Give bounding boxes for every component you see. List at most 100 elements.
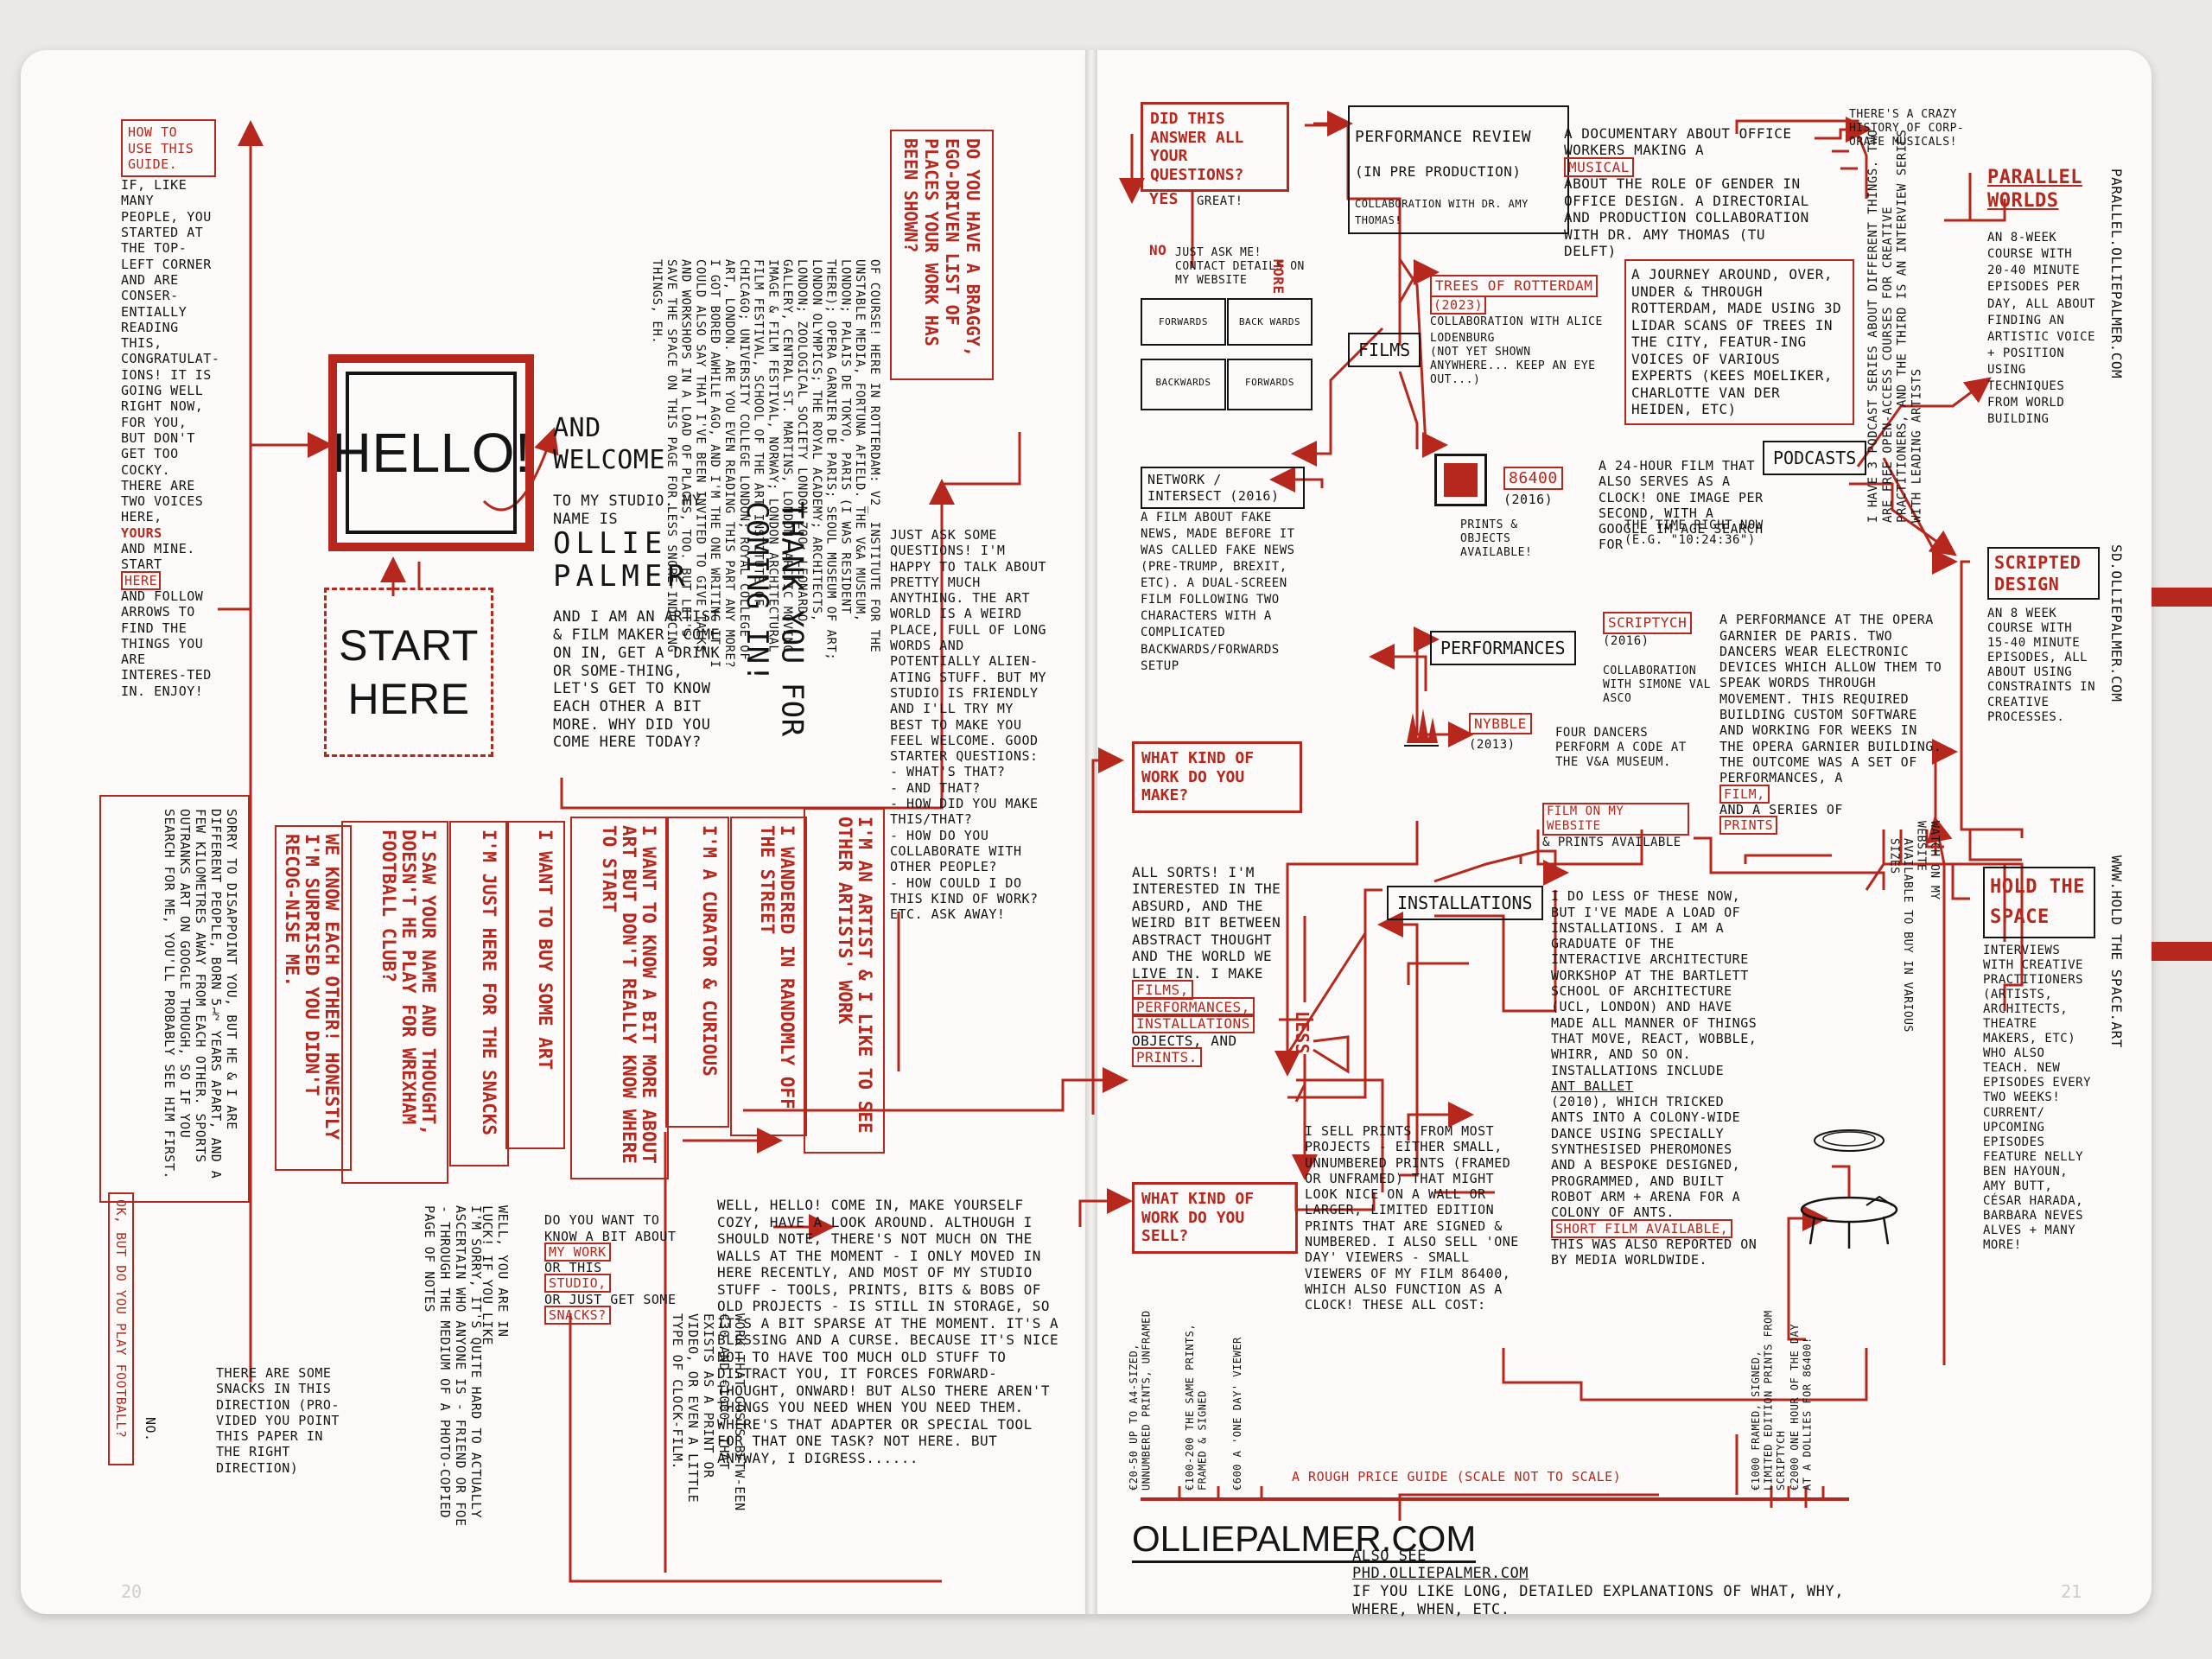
yes-label[interactable]: YES	[1149, 190, 1179, 208]
short-film-link[interactable]: SHORT FILM AVAILABLE,	[1551, 1218, 1733, 1238]
welcome-name: OLLIE PALMER	[553, 526, 690, 594]
nybble-film-link[interactable]: FILM ON MY WEBSITE	[1542, 803, 1689, 836]
reason-buy-art[interactable]: I WANT TO BUY SOME ART	[505, 821, 565, 1149]
scriptych-prints-link[interactable]: PRINTS	[1719, 816, 1778, 836]
great-text: GREAT!	[1197, 194, 1243, 208]
ant-ballet: ANT BALLET	[1551, 1077, 1634, 1094]
studio-link[interactable]: STUDIO,	[544, 1274, 611, 1294]
performance-review: PERFORMANCE REVIEW (IN PRE PRODUCTION) C…	[1348, 105, 1569, 234]
films-link[interactable]: FILMS,	[1132, 980, 1193, 1001]
nybble-year: (2013)	[1469, 737, 1516, 752]
price-2: €100-200 THE SAME PRINTS, FRAMED & SIGNE…	[1184, 1323, 1209, 1491]
thank-you-text: THANK YOU FOR COMING IN!	[739, 501, 810, 737]
film-86400-title: 86400	[1503, 467, 1563, 491]
less-label: LESS	[1292, 1011, 1313, 1055]
performances-node[interactable]: PERFORMANCES	[1430, 631, 1576, 665]
football-question[interactable]: OK, BUT DO YOU PLAY FOOTBALL?	[108, 1192, 134, 1465]
well-hello-text: WELL, HELLO! COME IN, MAKE YOURSELF COZY…	[717, 1197, 1059, 1466]
objects-and: OBJECTS, AND	[1132, 1032, 1237, 1049]
reason-know-each-other[interactable]: WE KNOW EACH OTHER! HONESTLY I'M SURPRIS…	[275, 825, 352, 1171]
reason-football[interactable]: I SAW YOUR NAME AND THOUGHT, DOESN'T HE …	[341, 821, 448, 1184]
reason-wandered[interactable]: I WANDERED IN RANDOMLY OFF THE STREET	[730, 817, 807, 1136]
scriptych-year: (2016)	[1603, 633, 1649, 648]
scriptych-collab: COLLABORATION WITH SIMONE VAL ASCO	[1603, 664, 1711, 705]
start-here-text: START HERE	[339, 620, 479, 724]
or-this: OR THIS	[544, 1260, 602, 1276]
film-86400-year: (2016)	[1503, 492, 1554, 508]
welcome-block: AND WELCOME TO MY STUDIO. MY NAME IS OLL…	[553, 397, 726, 752]
welcome-body-1: TO MY STUDIO. MY NAME IS	[553, 492, 702, 528]
scriptych-title: SCRIPTYCH	[1603, 612, 1693, 634]
podcasts-node[interactable]: PODCASTS	[1763, 441, 1867, 475]
hello-sign: HELLO!	[328, 354, 534, 551]
prints-link[interactable]: PRINTS.	[1132, 1047, 1202, 1068]
reason-curator[interactable]: I'M A CURATOR & CURIOUS	[665, 817, 729, 1128]
how-to-here: HERE	[121, 570, 162, 590]
my-work-link[interactable]: MY WORK	[544, 1242, 611, 1262]
hold-the-space: HOLD THE SPACE INTERVIEWS WITH CREATIVE …	[1983, 851, 2095, 1269]
watch-website: WATCH ON MY WEBSITE	[1914, 821, 1942, 900]
buy-sizes: AVAILABLE TO BUY IN VARIOUS SIZES	[1887, 838, 1914, 1033]
scriptych-body-1: A PERFORMANCE AT THE OPERA GARNIER DE PA…	[1719, 612, 1942, 786]
how-to-body-2: AND FOLLOW ARROWS TO FIND THE THINGS YOU…	[121, 588, 212, 699]
film-86400-body: A 24-HOUR FILM THAT ALSO SERVES AS A CLO…	[1599, 458, 1764, 553]
crazy-history: THERE'S A CRAZY HISTORY OF CORP-ORATE MU…	[1849, 108, 1965, 149]
films-node[interactable]: FILMS	[1348, 333, 1421, 367]
scripted-design: SCRIPTED DESIGN AN 8 WEEK COURSE WITH 15…	[1987, 531, 2100, 741]
page-number-left: 20	[121, 1581, 143, 1602]
nybble-body: FOUR DANCERS PERFORM A CODE AT THE V&A M…	[1555, 726, 1687, 770]
perf-review-body-2: ABOUT THE ROLE OF GENDER IN OFFICE DESIG…	[1564, 175, 1809, 260]
more-label: MORE	[1270, 259, 1287, 295]
want-to-know: DO YOU WANT TO KNOW A BIT ABOUT MY WORK …	[544, 1197, 683, 1325]
installations-node[interactable]: INSTALLATIONS	[1387, 886, 1543, 920]
places-answer: OF COURSE! HERE IN ROTTERDAM: V2_ INSTIT…	[650, 259, 881, 669]
snacks-link[interactable]: SNACKS?	[544, 1306, 611, 1325]
installations-body: I DO LESS OF THESE NOW, BUT I'VE MADE A …	[1551, 873, 1758, 1268]
network-intersect: NETWORK / INTERSECT (2016) A FILM ABOUT …	[1141, 451, 1305, 674]
hold-body: INTERVIEWS WITH CREATIVE PRACTITIONERS (…	[1983, 943, 2092, 1253]
dancers-icon	[1404, 709, 1439, 747]
scriptych: SCRIPTYCH (2016) COLLABORATION WITH SIMO…	[1603, 596, 1715, 721]
perf-review-collab: COLLABORATION WITH DR. AMY THOMAS!	[1355, 198, 1529, 226]
notebook-spine	[1085, 50, 1097, 1614]
how-to-title: HOW TO USE THIS GUIDE.	[121, 119, 216, 178]
hold-title: HOLD THE SPACE	[1983, 867, 2095, 938]
scriptych-film-link[interactable]: FILM,	[1719, 784, 1770, 804]
no-label[interactable]: NO	[1149, 242, 1167, 258]
football-no: NO.	[143, 1417, 158, 1442]
hold-url[interactable]: WWW.HOLD THE SPACE.ART	[2108, 855, 2126, 1048]
nybble-prints: & PRINTS AVAILABLE	[1542, 836, 1681, 850]
make-answer: ALL SORTS! I'M INTERESTED IN THE ABSURD,…	[1132, 847, 1305, 1068]
perf-review-body: A DOCUMENTARY ABOUT OFFICE WORKERS MAKIN…	[1564, 108, 1823, 260]
also-see: ALSO SEE PHD.OLLIEPALMER.COM IF YOU LIKE…	[1352, 1529, 1853, 1619]
start-here-box[interactable]: START HERE	[324, 588, 493, 757]
want-to-know-text: DO YOU WANT TO KNOW A BIT ABOUT	[544, 1212, 677, 1244]
nybble-title: NYBBLE	[1469, 713, 1532, 735]
reason-learn-art[interactable]: I WANT TO KNOW A BIT MORE ABOUT ART BUT …	[570, 817, 669, 1179]
parallel-body: AN 8-WEEK COURSE WITH 20-40 MINUTE EPISO…	[1987, 231, 2096, 427]
phd-url[interactable]: PHD.OLLIEPALMER.COM	[1352, 1565, 1529, 1583]
scriptych-body: A PERFORMANCE AT THE OPERA GARNIER DE PA…	[1719, 596, 1944, 836]
installations-link[interactable]: INSTALLATIONS	[1132, 1014, 1255, 1034]
trees-of-rotterdam: TREES OF ROTTERDAM (2023) COLLABORATION …	[1430, 259, 1611, 403]
reason-snacks[interactable]: I'M JUST HERE FOR THE SNACKS	[449, 821, 509, 1166]
performances-link[interactable]: PERFORMANCES,	[1132, 996, 1255, 1017]
how-to-start: START	[121, 556, 162, 573]
scripted-url[interactable]: SD.OLLIEPALMER.COM	[2108, 544, 2126, 702]
scripted-title: SCRIPTED DESIGN	[1987, 547, 2100, 601]
trees-year: (2023)	[1430, 295, 1487, 315]
how-to-yours: YOURS	[121, 524, 162, 541]
musical-link[interactable]: MUSICAL	[1564, 156, 1634, 177]
price-3: €600 A 'ONE DAY' VIEWER	[1231, 1337, 1243, 1491]
parallel-url[interactable]: PARALLEL.OLLIEPALMER.COM	[2108, 168, 2126, 379]
website-url[interactable]: OLLIEPALMER.COM	[1132, 1516, 1477, 1564]
just-ask-me: JUST ASK ME! CONTACT DETAILS ON MY WEBSI…	[1175, 246, 1305, 287]
installations-body-3: THIS WAS ALSO REPORTED ON BY MEDIA WORLD…	[1551, 1236, 1758, 1268]
trees-title: TREES OF ROTTERDAM	[1430, 275, 1599, 297]
make-answer-text: ALL SORTS! I'M INTERESTED IN THE ABSURD,…	[1132, 863, 1281, 982]
network-title: NETWORK / INTERSECT (2016)	[1141, 467, 1305, 509]
reason-artist[interactable]: I'M AN ARTIST & I LIKE TO SEE OTHER ARTI…	[804, 808, 885, 1154]
also-see-label: ALSO SEE	[1352, 1547, 1427, 1565]
how-to-guide: HOW TO USE THIS GUIDE. IF, LIKE MANY PEO…	[121, 104, 219, 699]
backwards-box-2: BACKWARDS	[1141, 359, 1226, 410]
